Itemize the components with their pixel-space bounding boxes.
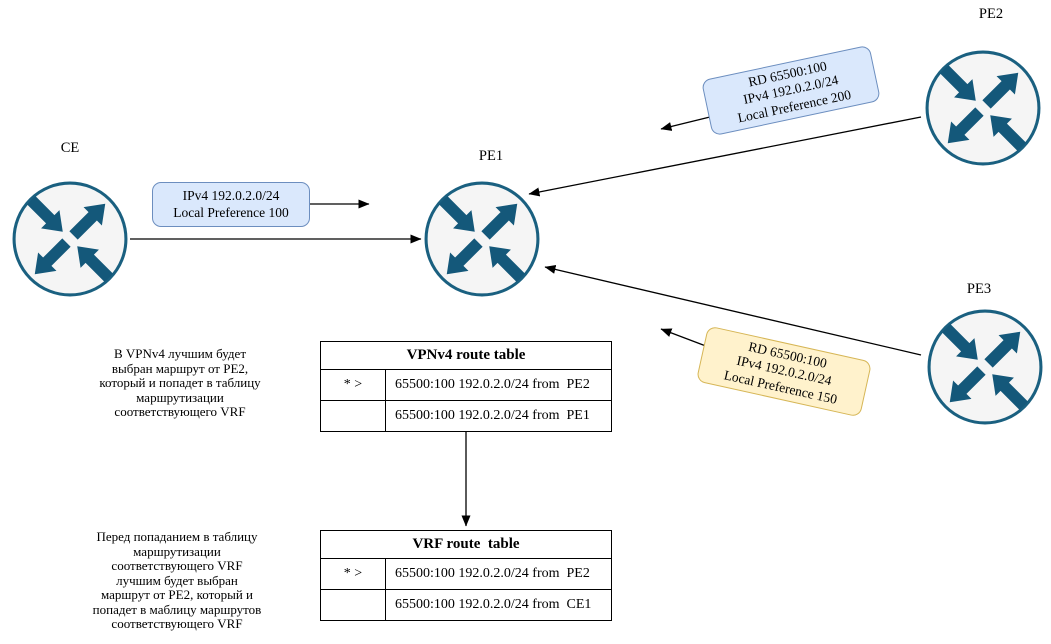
route-entry-cell: 65500:100 192.0.2.0/24 from PE1 xyxy=(395,408,590,423)
node-label-pe1: PE1 xyxy=(478,148,504,164)
table-title: VPNv4 route table xyxy=(321,342,611,370)
table-row: * > 65500:100 192.0.2.0/24 from PE2 xyxy=(321,559,611,589)
callout-ce-advertisement: IPv4 192.0.2.0/24 Local Preference 100 xyxy=(152,182,310,227)
note-vrf-selection: Перед попаданием в таблицу маршрутизации… xyxy=(92,529,262,631)
route-flag-cell: * > xyxy=(321,370,386,400)
table-row: 65500:100 192.0.2.0/24 from CE1 xyxy=(321,589,611,620)
table-row: * > 65500:100 192.0.2.0/24 from PE2 xyxy=(321,370,611,400)
vrf-route-table: VRF route table * > 65500:100 192.0.2.0/… xyxy=(320,530,612,621)
route-entry-cell: 65500:100 192.0.2.0/24 from PE2 xyxy=(395,566,590,581)
route-flag-cell xyxy=(321,590,386,620)
edge-callout-pe2-arrow xyxy=(660,115,715,131)
node-label-pe2: PE2 xyxy=(978,6,1004,22)
route-flag-cell: * > xyxy=(321,559,386,589)
node-pe3 xyxy=(926,308,1044,426)
route-entry-cell: 65500:100 192.0.2.0/24 from CE1 xyxy=(395,597,592,612)
node-ce xyxy=(11,180,129,298)
router-icon xyxy=(12,181,128,297)
route-flag-cell xyxy=(321,401,386,431)
table-row: 65500:100 192.0.2.0/24 from PE1 xyxy=(321,400,611,431)
router-icon xyxy=(424,181,540,297)
node-label-ce: CE xyxy=(60,140,80,156)
router-icon xyxy=(925,50,1041,166)
vpnv4-route-table: VPNv4 route table * > 65500:100 192.0.2.… xyxy=(320,341,612,432)
note-vpnv4-selection: В VPNv4 лучшим будет выбран маршрут от P… xyxy=(99,346,261,419)
node-pe1 xyxy=(423,180,541,298)
route-entry-cell: 65500:100 192.0.2.0/24 from PE2 xyxy=(395,377,590,392)
table-title: VRF route table xyxy=(321,531,611,559)
node-label-pe3: PE3 xyxy=(966,281,992,297)
edge-pe3-pe1 xyxy=(544,265,922,356)
node-pe2 xyxy=(924,49,1042,167)
router-icon xyxy=(927,309,1043,425)
edge-pe2-pe1 xyxy=(528,116,922,197)
